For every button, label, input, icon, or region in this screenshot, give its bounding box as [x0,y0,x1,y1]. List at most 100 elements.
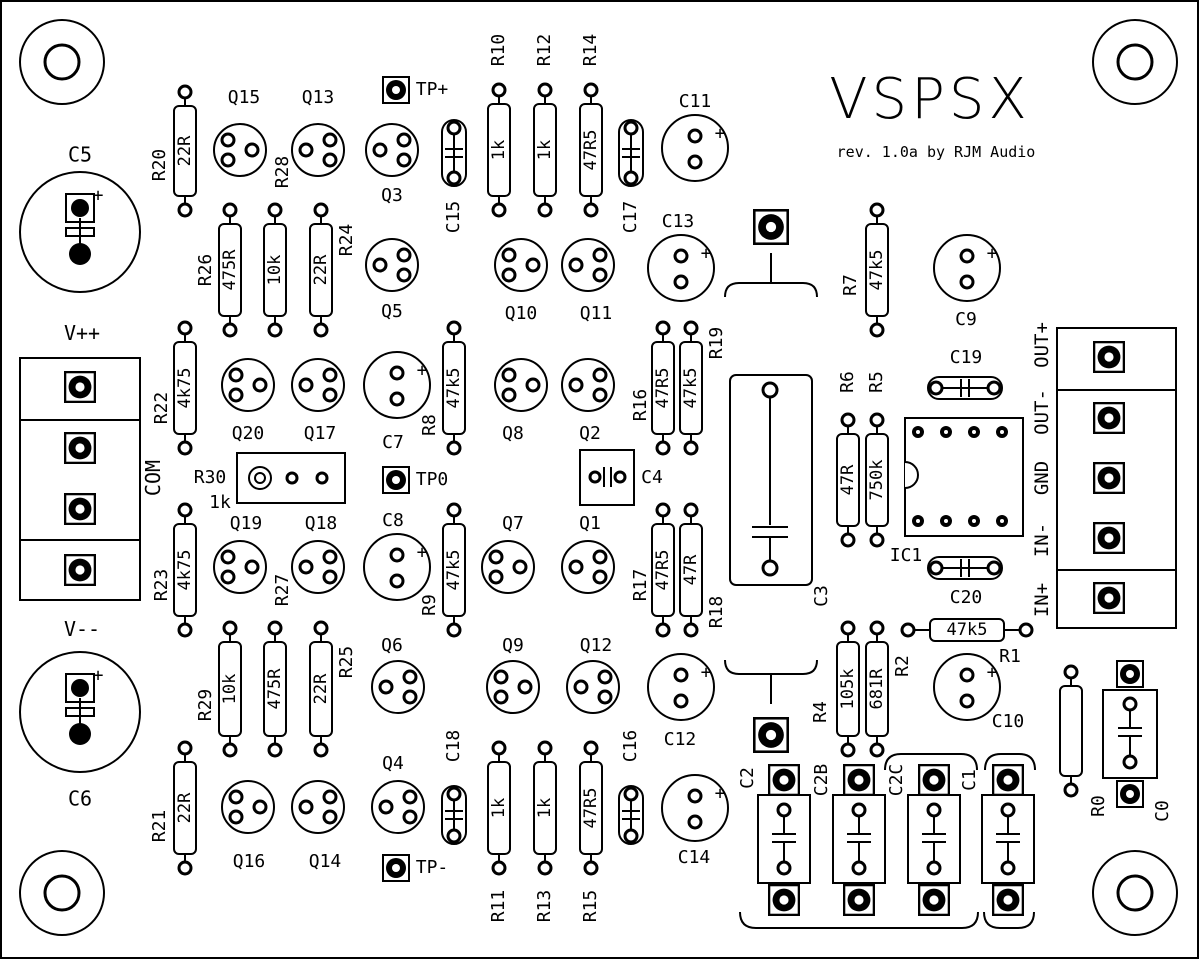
resistor-r7 [865,202,889,338]
capacitor-c2c [907,764,961,916]
label-ic1: IC1 [890,545,923,566]
resistor-r10 [487,82,511,218]
label-out-minus: OUT- [1031,389,1053,435]
transistor-q16 [221,780,275,834]
c3-pad-top [752,209,790,246]
resistor-ref: R9 [419,594,440,616]
resistor-ref: R1 [999,646,1021,667]
resistor-r6 [836,412,860,548]
transistor-q3 [365,123,419,177]
resistor-ref: R8 [419,414,440,436]
transistor-q1 [561,540,615,594]
resistor-ref: R13 [534,890,555,923]
transistor-ref: Q8 [502,423,524,444]
resistor-value: 1k [489,140,509,160]
capacitor-ref: C5 [68,143,92,167]
transistor-q14 [291,780,345,834]
mounting-hole-bottom-left [19,850,105,936]
resistor-r15 [579,740,603,876]
transistor-ref: Q16 [233,851,266,872]
resistor-ref: R14 [580,34,601,67]
capacitor-c17 [618,119,644,187]
capacitor-c6 [19,651,141,773]
resistor-r0 [1059,664,1083,798]
resistor-value: 1k [535,140,555,160]
resistor-ref: R10 [488,34,509,67]
capacitor-c16 [618,785,644,845]
transistor-ref: Q4 [382,753,404,774]
resistor-r4 [836,620,860,758]
resistor-ref: R19 [706,327,727,360]
capacitor-ref: C15 [443,201,464,234]
resistor-value: 47k5 [947,620,988,640]
resistor-value: 681R [867,668,887,710]
resistor-r19 [679,320,703,456]
resistor-ref: R23 [151,569,172,602]
capacitor-c10 [933,653,1001,721]
label-out-plus: OUT+ [1031,322,1053,368]
polarity-plus: + [715,783,726,804]
resistor-value: 4k75 [175,368,195,409]
trimmer-r30 [236,452,346,504]
polarity-plus: + [417,542,428,563]
capacitor-c7 [363,351,431,419]
resistor-r14 [579,82,603,218]
capacitor-c13 [647,234,715,302]
resistor-ref: R12 [534,34,555,67]
resistor-r8 [442,320,466,456]
resistor-r27 [263,620,287,758]
resistor-ref: R26 [195,254,216,287]
trimmer-value: 1k [209,492,231,513]
capacitor-c5 [19,171,141,293]
resistor-value: 1k [535,798,555,818]
resistor-r16 [651,320,675,456]
testpoint-label: TP- [416,857,449,878]
resistor-ref: R28 [272,156,293,189]
capacitor-ref: C17 [620,201,641,234]
capacitor-c3-body [729,374,813,586]
transistor-q2 [561,358,615,412]
polarity-plus: + [701,662,712,683]
capacitor-ref: C13 [662,211,695,232]
transistor-ref: Q12 [580,635,613,656]
board-title: VSPSX [829,67,1031,132]
resistor-value: 475R [220,249,240,291]
polarity-plus: + [701,243,712,264]
transistor-q6 [371,660,425,714]
resistor-ref: R5 [866,371,887,393]
label-in-minus: IN- [1031,523,1053,557]
capacitor-ref: C4 [641,467,663,488]
resistor-r13 [533,740,557,876]
resistor-value: 47R5 [653,550,673,591]
transistor-ref: Q6 [381,635,403,656]
transistor-ref: Q13 [302,87,335,108]
resistor-r17 [651,502,675,638]
resistor-value: 4k75 [175,550,195,591]
resistor-ref: R20 [149,149,170,182]
transistor-ref: Q10 [505,303,538,324]
resistor-ref: R29 [195,689,216,722]
capacitor-c18 [441,785,467,845]
resistor-r24 [309,202,333,338]
capacitor-ref: C0 [1152,800,1173,822]
transistor-q4 [371,780,425,834]
resistor-value: 47R [838,464,858,495]
capacitor-ref: C9 [955,309,977,330]
transistor-ref: Q19 [230,513,263,534]
resistor-value: 47k5 [681,368,701,409]
resistor-value: 750k [867,460,887,501]
resistor-ref: R27 [272,574,293,607]
resistor-r28 [263,202,287,338]
resistor-ref: R16 [630,389,651,422]
label-in-plus: IN+ [1031,583,1053,617]
label-vmm: V-- [64,617,100,641]
resistor-ref: R25 [336,646,357,679]
capacitor-ref: C6 [68,787,92,811]
capacitor-ref: C1 [959,769,980,791]
resistor-value: 1k [489,798,509,818]
capacitor-c2 [757,764,811,916]
polarity-plus: + [715,123,726,144]
resistor-value: 22R [311,673,331,704]
mounting-hole-top-left [19,19,105,105]
